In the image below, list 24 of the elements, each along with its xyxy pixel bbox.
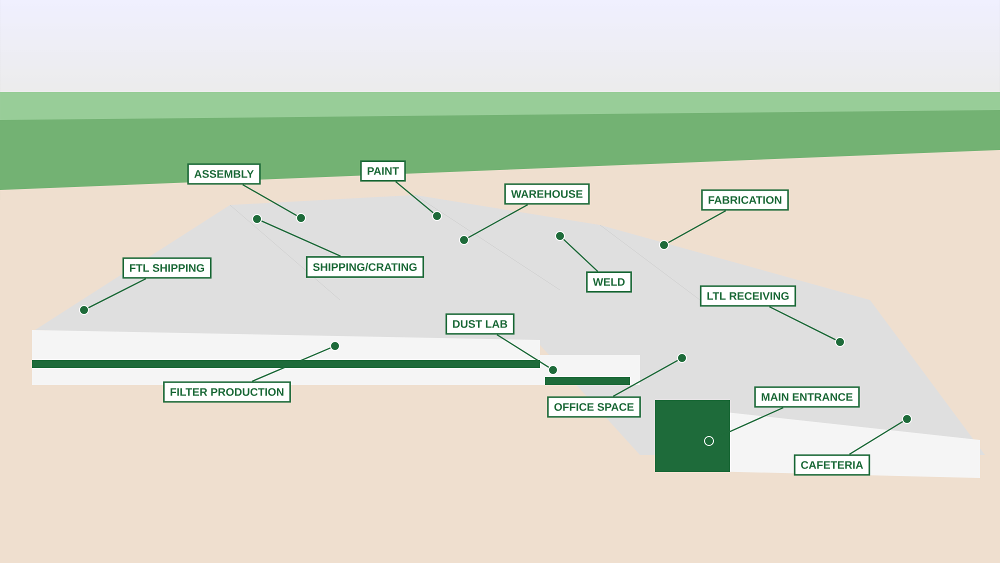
leader-line <box>395 181 434 214</box>
label-box: FILTER PRODUCTION <box>163 381 291 403</box>
leader-line <box>713 407 784 440</box>
label-box: CAFETERIA <box>794 454 870 476</box>
leader-line <box>668 210 726 244</box>
leader-line <box>496 334 550 368</box>
label-box: FTL SHIPPING <box>122 257 212 279</box>
label-box: DUST LAB <box>446 313 514 335</box>
leader-line <box>468 204 528 238</box>
leader-line <box>769 306 836 340</box>
label-box: FABRICATION <box>701 189 789 211</box>
leader-line <box>849 421 904 455</box>
label-box: WELD <box>586 271 632 293</box>
leader-line <box>563 238 598 272</box>
label-box: PAINT <box>360 160 406 182</box>
label-box: WAREHOUSE <box>504 183 590 205</box>
leader-line <box>261 220 341 257</box>
label-box: LTL RECEIVING <box>700 285 796 307</box>
label-box: ASSEMBLY <box>187 163 261 185</box>
label-box: MAIN ENTRANCE <box>754 386 860 408</box>
leader-line <box>242 184 297 216</box>
label-box: OFFICE SPACE <box>547 396 641 418</box>
label-box: SHIPPING/CRATING <box>306 256 424 278</box>
leader-line <box>88 278 146 308</box>
